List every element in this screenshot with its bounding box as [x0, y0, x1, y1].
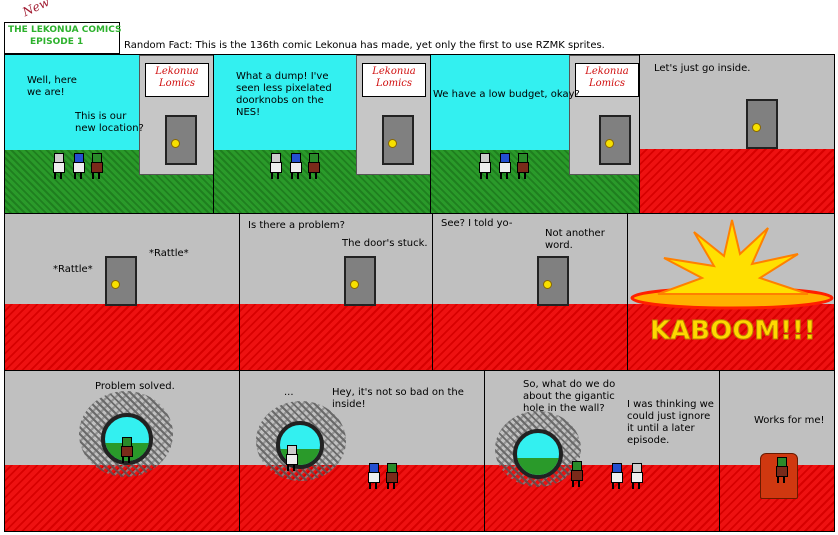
random-fact: Random Fact: This is the 136th comic Lek… — [124, 40, 605, 51]
panel-5: *Rattle* *Rattle* — [4, 213, 240, 371]
floor — [628, 304, 834, 370]
character-blue — [290, 153, 302, 179]
speech-11a: So, what do we do about the gigantic hol… — [523, 379, 616, 414]
panel-2: Lekonua Lomics What a dump! I've seen le… — [213, 54, 431, 214]
speech-1a: Well, here we are! — [27, 75, 77, 98]
panel-6: Is there a problem? The door's stuck. — [239, 213, 433, 371]
doorknob — [111, 280, 120, 289]
lekonua-sign: Lekonua Lomics — [145, 63, 209, 97]
panel-3: Lekonua Lomics We have a low budget, oka… — [430, 54, 640, 214]
comic-title: THE LEKONUA COMICS — [8, 25, 122, 35]
panel-10: ... Hey, it's not so bad on the inside! — [239, 370, 485, 532]
new-tag: New — [20, 0, 52, 20]
sfx-rattle-1: *Rattle* — [53, 264, 93, 275]
lekonua-sign: Lekonua Lomics — [575, 63, 639, 97]
doorknob — [605, 139, 614, 148]
character-gray — [631, 463, 643, 489]
speech-9a: Problem solved. — [95, 381, 175, 392]
panel-12: Works for me! — [719, 370, 835, 532]
speech-1b: This is our new location? — [75, 111, 144, 134]
character-green — [308, 153, 320, 179]
sfx-rattle-2: *Rattle* — [149, 248, 189, 259]
doorknob — [543, 280, 552, 289]
door — [599, 115, 631, 165]
speech-2a: What a dump! I've seen less pixelated do… — [236, 71, 332, 118]
floor — [5, 304, 239, 370]
doorknob — [388, 139, 397, 148]
speech-6a: Is there a problem? — [248, 220, 345, 231]
panel-9: Problem solved. — [4, 370, 240, 532]
panel-1: Lekonua Lomics Well, here we are! This i… — [4, 54, 214, 214]
speech-11b: I was thinking we could just ignore it u… — [627, 399, 714, 446]
door — [165, 115, 197, 165]
speech-12a: Works for me! — [754, 415, 825, 426]
floor — [640, 149, 834, 213]
character-blue — [368, 463, 380, 489]
speech-3a: We have a low budget, okay? — [433, 89, 580, 100]
door — [105, 256, 137, 306]
lekonua-sign: Lekonua Lomics — [362, 63, 426, 97]
wall-hole — [513, 429, 563, 479]
panel-8: KABOOM!!! — [627, 213, 835, 371]
character-blue — [611, 463, 623, 489]
character-green — [517, 153, 529, 179]
character-gray — [479, 153, 491, 179]
doorknob — [752, 123, 761, 132]
character-green — [776, 457, 788, 483]
episode-label: EPISODE 1 — [30, 37, 84, 47]
doorknob — [171, 139, 180, 148]
panel-4: Let's just go inside. — [639, 54, 835, 214]
doorknob — [350, 280, 359, 289]
character-green — [386, 463, 398, 489]
character-green — [91, 153, 103, 179]
title-box — [4, 22, 120, 54]
explosion — [630, 219, 834, 310]
speech-6b: The door's stuck. — [342, 238, 428, 249]
wall-hole — [276, 421, 324, 469]
character-blue — [499, 153, 511, 179]
floor — [433, 304, 627, 370]
character-green — [121, 437, 133, 463]
character-gray — [286, 445, 298, 471]
speech-10a: ... — [284, 387, 294, 398]
panel-7: See? I told yo- Not another word. — [432, 213, 628, 371]
speech-4a: Let's just go inside. — [654, 63, 751, 74]
speech-7a: See? I told yo- — [441, 218, 513, 229]
speech-7b: Not another word. — [545, 228, 605, 251]
door — [537, 256, 569, 306]
character-gray — [270, 153, 282, 179]
character-gray — [53, 153, 65, 179]
character-green — [571, 461, 583, 487]
door — [382, 115, 414, 165]
door — [746, 99, 778, 149]
panel-11: So, what do we do about the gigantic hol… — [484, 370, 720, 532]
floor — [240, 304, 432, 370]
door — [344, 256, 376, 306]
character-blue — [73, 153, 85, 179]
kaboom-text: KABOOM!!! — [650, 316, 817, 347]
speech-10b: Hey, it's not so bad on the inside! — [332, 387, 464, 410]
